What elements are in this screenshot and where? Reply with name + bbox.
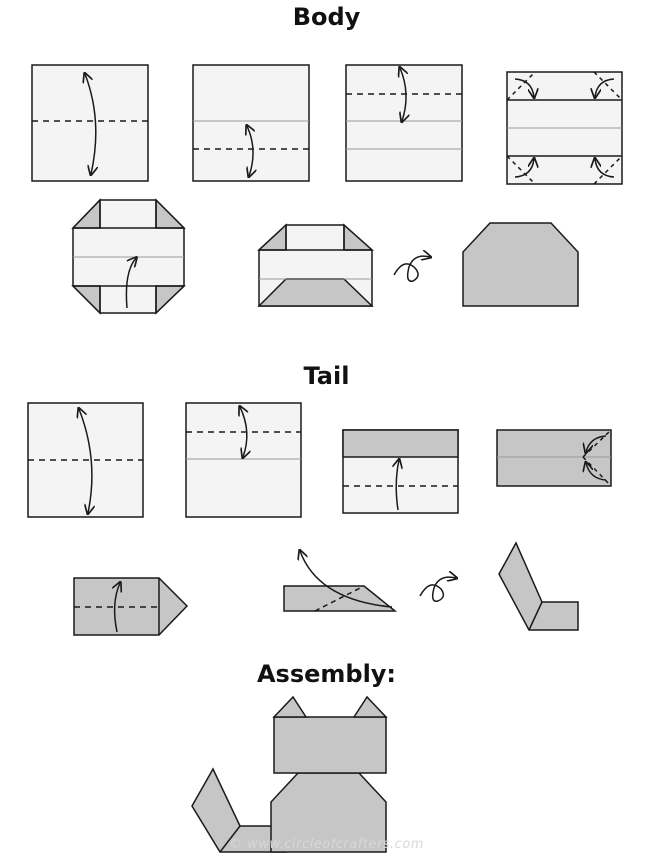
- fold-arrow-icon: [79, 409, 92, 513]
- fold-arrow-icon: [240, 407, 247, 457]
- tail-step-3: [342, 429, 459, 514]
- body-step-5: [71, 198, 186, 315]
- section-title-body: Body: [292, 3, 361, 31]
- body-step-7-result: [462, 222, 579, 307]
- fold-arrow-icon: [595, 78, 615, 97]
- fold-arrow-icon: [586, 463, 607, 481]
- fold-arrow-icon: [300, 551, 393, 608]
- fold-arrow-icon: [586, 435, 607, 452]
- tail-step-5: [73, 577, 189, 636]
- body-step-4: [506, 71, 623, 185]
- fold-arrow-icon: [85, 74, 96, 174]
- fold-arrow-icon: [400, 68, 406, 121]
- body-step-1: [31, 64, 149, 182]
- body-step-6: [257, 223, 374, 307]
- tail-step-1: [27, 402, 144, 518]
- flip-over-icon: [393, 256, 430, 282]
- assembly-cat: [191, 695, 388, 853]
- fold-arrow-icon: [514, 159, 534, 178]
- fold-arrow-icon: [595, 159, 615, 178]
- tail-step-2: [185, 402, 302, 518]
- tail-step-4: [496, 429, 612, 487]
- fold-arrow-icon: [125, 258, 136, 309]
- cat-ear-right: [352, 695, 388, 718]
- cat-ear-left: [272, 695, 308, 718]
- flip-over-icon: [419, 577, 456, 602]
- fold-arrow-icon: [247, 126, 253, 176]
- fold-arrow-icon: [396, 460, 399, 511]
- section-title-tail: Tail: [303, 362, 350, 390]
- body-step-3: [345, 64, 463, 182]
- fold-arrow-icon: [514, 78, 534, 97]
- watermark: © www.circleofcrafters.com: [229, 837, 424, 852]
- tail-step-7-result: [498, 541, 579, 631]
- section-title-assembly: Assembly:: [256, 660, 397, 688]
- cat-head: [272, 695, 388, 774]
- tail-step-6: [283, 551, 398, 612]
- body-step-2: [192, 64, 310, 182]
- fold-arrow-icon: [115, 583, 120, 633]
